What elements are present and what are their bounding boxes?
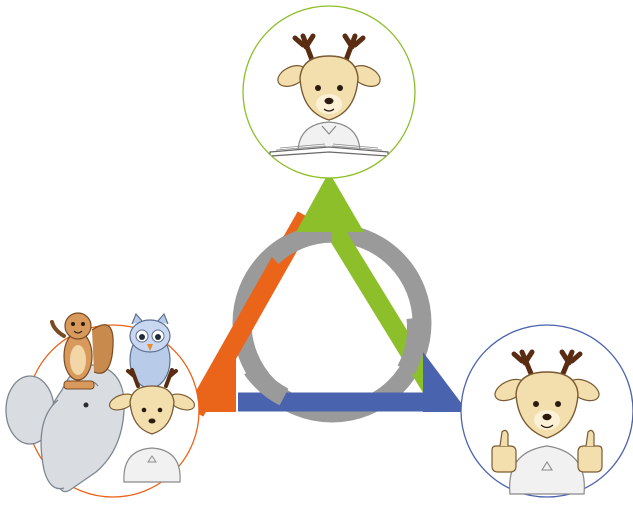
green-band [323,221,447,404]
owl-icon [129,312,171,389]
orange-arrow-tip [193,354,236,412]
node-right [460,324,633,498]
animal-friends-group-icon [5,312,195,493]
small-deer-icon [109,368,195,483]
green-arrow-tip [296,172,364,232]
elephant-icon [5,364,125,493]
node-left [5,312,200,498]
triangle-bands [186,211,447,417]
node-top [242,5,416,179]
squirrel-icon [50,312,114,390]
thumbs-up-deer-icon [491,349,603,495]
blue-arrow-tip [423,352,468,412]
